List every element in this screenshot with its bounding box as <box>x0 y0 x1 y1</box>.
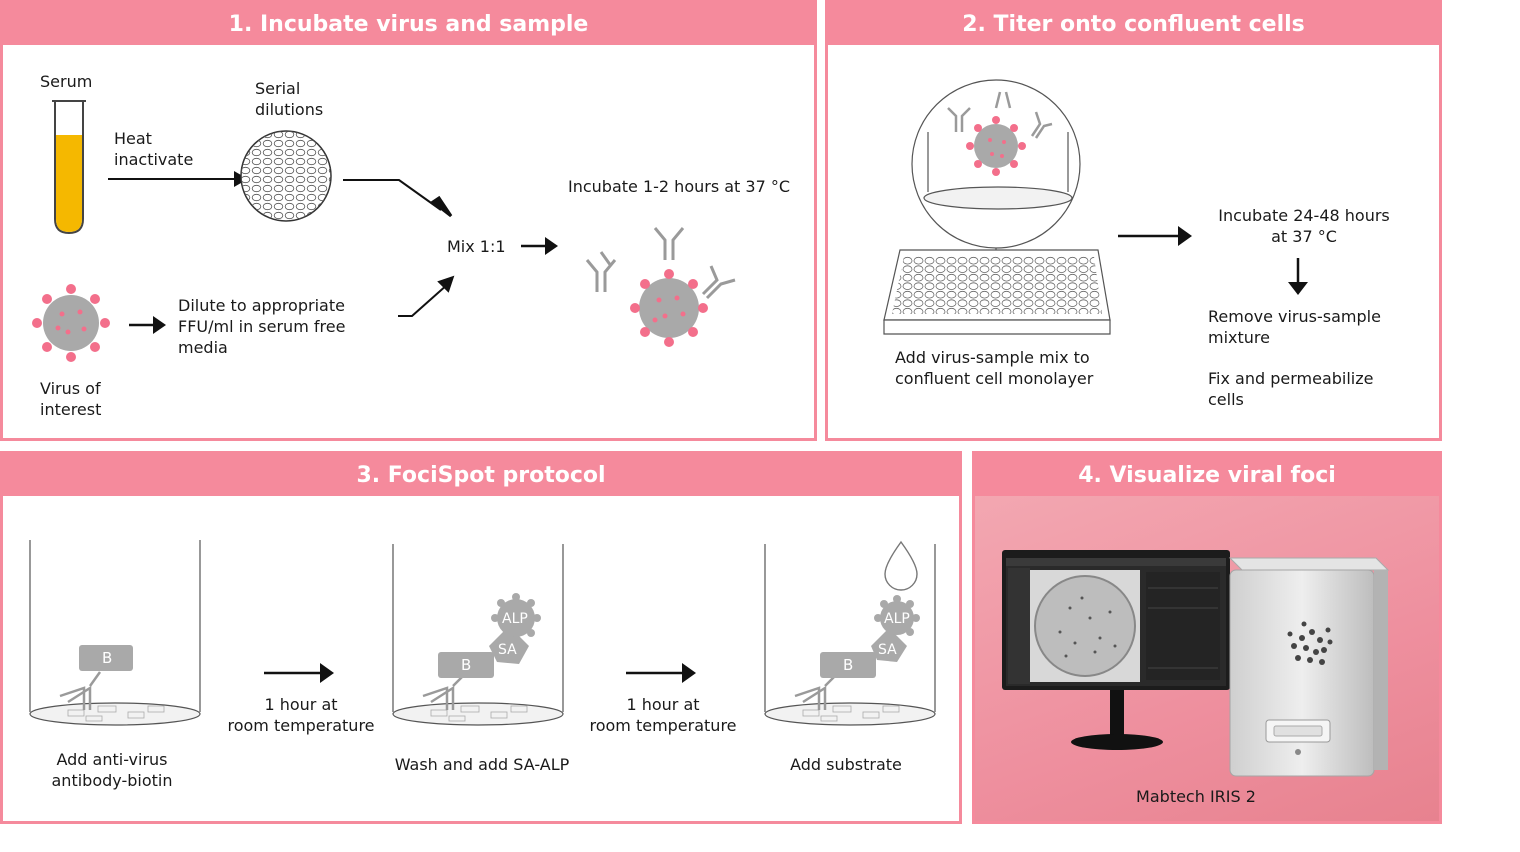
alp-tag: ALP <box>502 611 528 627</box>
sa-tag: SA <box>498 642 517 658</box>
arrow-right-icon <box>108 171 248 187</box>
dilute-label: Dilute to appropriate FFU/ml in serum fr… <box>178 296 346 357</box>
sa-tag: SA <box>878 642 897 658</box>
panel-title: 4. Visualize viral foci <box>975 454 1439 496</box>
incubate-24-label: Incubate 24-48 hours at 37 °C <box>1218 206 1390 246</box>
panel-title: 3. FociSpot protocol <box>3 454 959 496</box>
arrow-diag-down-icon <box>343 179 453 218</box>
alp-tag: ALP <box>884 611 910 627</box>
arrow-diag-up-icon <box>398 275 455 317</box>
add-mix-label: Add virus-sample mix to confluent cell m… <box>895 348 1094 388</box>
step1-label: Add anti-virus antibody-biotin <box>51 750 173 790</box>
arrow-right-icon <box>1118 226 1192 246</box>
serum-label: Serum <box>40 72 93 91</box>
step3-label: Add substrate <box>790 755 902 774</box>
serum-tube-icon <box>52 100 86 235</box>
fix-label: Fix and permeabilize cells <box>1208 369 1374 409</box>
arrow-right-icon <box>521 237 558 255</box>
serial-label: Serial dilutions <box>255 79 324 119</box>
mix-label: Mix 1:1 <box>447 237 506 256</box>
panel-incubate: 1. Incubate virus and sample <box>0 0 817 441</box>
magnified-well-icon <box>911 79 1081 258</box>
biotin-tag: B <box>843 656 854 674</box>
arrow-right-icon <box>626 663 696 683</box>
dilution-plate-icon <box>240 130 332 222</box>
step2-label: Wash and add SA-ALP <box>394 755 570 774</box>
incubate-label: Incubate 1-2 hours at 37 °C <box>568 177 791 196</box>
wait1-label: 1 hour at room temperature <box>227 695 375 735</box>
wait2-label: 1 hour at room temperature <box>589 695 737 735</box>
well-plate-icon <box>883 249 1111 335</box>
monitor-icon <box>1002 550 1230 750</box>
iris-reader-icon <box>1228 557 1390 777</box>
virus-icon <box>32 284 110 362</box>
biotin-tag: B <box>461 656 472 674</box>
panel-titer: 2. Titer onto confluent cells <box>825 0 1442 441</box>
well-step2-icon <box>392 544 564 726</box>
heat-label: Heat inactivate <box>114 129 194 169</box>
virus-antibody-icon <box>585 227 736 347</box>
well-step3-icon <box>764 540 936 726</box>
panel-title: 1. Incubate virus and sample <box>3 3 814 45</box>
device-label: Mabtech IRIS 2 <box>1136 787 1256 806</box>
panel-title: 2. Titer onto confluent cells <box>828 3 1439 45</box>
arrow-down-icon <box>1288 258 1308 295</box>
panel-focispot: 3. FociSpot protocol <box>0 451 962 824</box>
well-step1-icon <box>29 540 201 726</box>
virus-label: Virus of interest <box>40 379 102 419</box>
arrow-right-icon <box>129 316 166 334</box>
biotin-tag: B <box>102 649 113 667</box>
arrow-right-icon <box>264 663 334 683</box>
remove-label: Remove virus-sample mixture <box>1208 307 1381 347</box>
